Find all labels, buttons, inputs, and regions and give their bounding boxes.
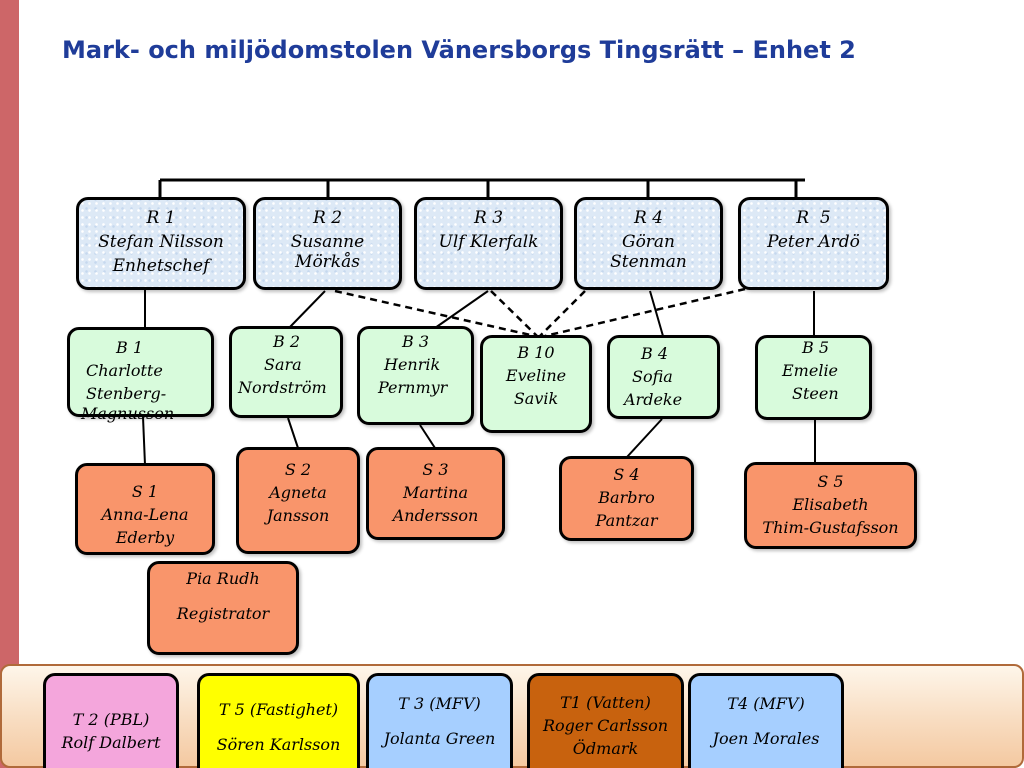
- s3-box: S 3 Martina Andersson: [366, 447, 505, 540]
- t1-name-first: Roger Carlsson: [542, 716, 669, 735]
- r2-name-first: Susanne: [290, 232, 365, 252]
- s4-box: S 4 Barbro Pantzar: [559, 456, 694, 541]
- s4-code: S 4: [613, 465, 640, 484]
- b2-box: B 2 Sara Nordström: [229, 326, 343, 418]
- s1-code: S 1: [131, 482, 159, 501]
- r4-name-first: Göran: [621, 232, 676, 252]
- r2-code: R 2: [312, 208, 343, 228]
- r1-box: R 1 Stefan Nilsson Enhetschef: [76, 197, 246, 290]
- s5-name-first: Elisabeth: [792, 495, 869, 514]
- dashed-r4-b10: [539, 290, 586, 337]
- s2-name-first: Agneta: [269, 483, 327, 502]
- t5-name: Sören Karlsson: [216, 735, 341, 754]
- t2-title: T 2 (PBL): [72, 710, 150, 729]
- b3-name-first: Henrik: [384, 355, 441, 374]
- t3-name: Jolanta Green: [383, 729, 496, 748]
- s3-code: S 3: [422, 460, 449, 479]
- b2-name-first: Sara: [264, 355, 302, 374]
- r4-box: R 4 Göran Stenman: [574, 197, 723, 290]
- r4-code: R 4: [633, 208, 664, 228]
- r1-role: Enhetschef: [112, 256, 210, 276]
- s2-code: S 2: [284, 460, 312, 479]
- r1-code: R 1: [146, 208, 176, 228]
- b3-code: B 3: [402, 332, 430, 351]
- page-title: Mark- och miljödomstolen Vänersborgs Tin…: [62, 36, 856, 64]
- r2-box: R 2 Susanne Mörkås: [253, 197, 402, 290]
- b4-name-last: Ardeke: [624, 390, 683, 409]
- connector-b2-s2: [287, 417, 299, 449]
- s1-box: S 1 Anna-Lena Ederby: [75, 463, 215, 555]
- t5-title: T 5 (Fastighet): [218, 700, 339, 719]
- connector-b4-s4: [626, 418, 663, 458]
- r2-name-last: Mörkås: [295, 252, 360, 272]
- b10-code: B 10: [517, 343, 555, 362]
- b4-box: B 4 Sofia Ardeke: [607, 335, 720, 419]
- s1-name-first: Anna-Lena: [101, 505, 189, 524]
- s5-code: S 5: [817, 472, 844, 491]
- b5-code: B 5: [802, 338, 830, 357]
- t3-box: T 3 (MFV) Jolanta Green: [366, 673, 513, 768]
- b3-name-last: Pernmyr: [378, 378, 448, 397]
- s5-box: S 5 Elisabeth Thim-Gustafsson: [744, 462, 917, 549]
- side-accent-bar: [0, 0, 19, 768]
- b2-name-last: Nordström: [238, 378, 327, 397]
- t4-title: T4 (MFV): [727, 694, 805, 713]
- r3-name: Ulf Klerfalk: [438, 232, 539, 252]
- s5-name-last: Thim-Gustafsson: [762, 518, 899, 537]
- r5-name: Peter Ardö: [767, 232, 860, 252]
- b5-name-last: Steen: [792, 384, 839, 403]
- connector-r3-b3: [434, 290, 489, 329]
- b4-code: B 4: [641, 344, 669, 363]
- r3-box: R 3 Ulf Klerfalk: [414, 197, 563, 290]
- t2-box: T 2 (PBL) Rolf Dalbert: [43, 673, 179, 768]
- dashed-r3-b10: [490, 290, 538, 337]
- r1-name: Stefan Nilsson: [98, 232, 224, 252]
- b1-name-middle: Stenberg-: [86, 384, 167, 403]
- t5-box: T 5 (Fastighet) Sören Karlsson: [197, 673, 360, 768]
- t1-title: T1 (Vatten): [560, 693, 651, 712]
- b5-name-first: Emelie: [782, 361, 839, 380]
- b1-name-first: Charlotte: [86, 361, 163, 380]
- b4-name-first: Sofia: [632, 367, 673, 386]
- r5-code: R 5: [796, 208, 831, 228]
- r3-code: R 3: [473, 208, 504, 228]
- t4-name: Joen Morales: [712, 729, 820, 748]
- connector-b3-s3: [419, 424, 436, 449]
- t3-title: T 3 (MFV): [398, 694, 481, 713]
- t4-box: T4 (MFV) Joen Morales: [688, 673, 844, 768]
- s4-name-last: Pantzar: [595, 511, 658, 530]
- b10-name-first: Eveline: [505, 366, 567, 385]
- dashed-r5-b10: [544, 287, 746, 338]
- t1-name-last: Ödmark: [572, 739, 639, 758]
- b5-box: B 5 Emelie Steen: [755, 335, 872, 420]
- b10-box: B 10 Eveline Savik: [480, 335, 592, 433]
- t1-box: T1 (Vatten) Roger Carlsson Ödmark: [527, 673, 684, 768]
- b1-code: B 1: [116, 338, 144, 357]
- s1-name-last: Ederby: [115, 528, 175, 547]
- connector-r4-b4: [649, 290, 664, 337]
- s3-name-first: Martina: [403, 483, 468, 502]
- b1-box: B 1 Charlotte Stenberg- Magnusson: [67, 327, 214, 423]
- b1-name-last: Magnusson: [81, 404, 175, 423]
- s4-name-first: Barbro: [598, 488, 655, 507]
- registrator-box: Pia Rudh Registrator: [147, 561, 299, 655]
- r5-box: R 5 Peter Ardö: [738, 197, 889, 290]
- t2-name: Rolf Dalbert: [61, 733, 161, 752]
- dashed-r2-b10: [334, 289, 536, 338]
- connector-r2-b2: [288, 290, 326, 329]
- r4-name-last: Stenman: [610, 252, 687, 272]
- s2-box: S 2 Agneta Jansson: [236, 447, 360, 554]
- b2-code: B 2: [273, 332, 301, 351]
- s2-name-last: Jansson: [266, 506, 330, 525]
- b3-box: B 3 Henrik Pernmyr: [357, 326, 474, 425]
- registrator-name: Pia Rudh: [186, 569, 260, 588]
- connector-b1-s1: [142, 416, 146, 466]
- b10-name-last: Savik: [513, 389, 559, 408]
- s3-name-last: Andersson: [392, 506, 479, 525]
- registrator-role: Registrator: [176, 604, 270, 623]
